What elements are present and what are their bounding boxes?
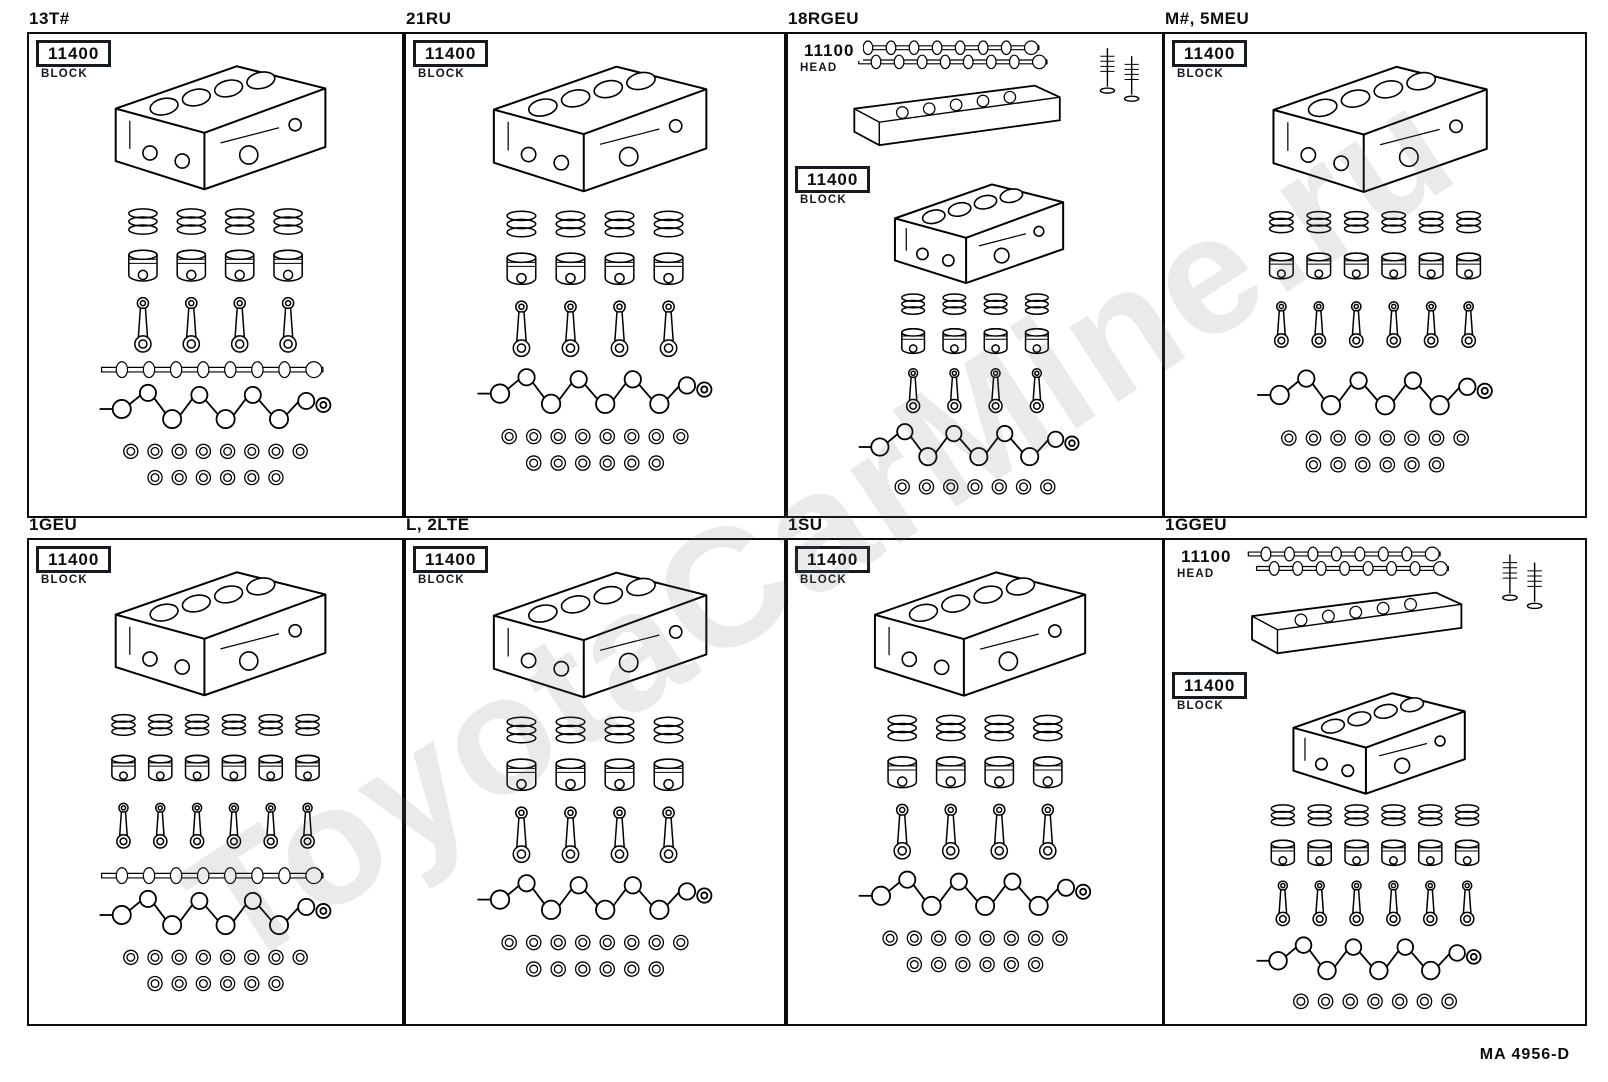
diagram-code: MA 4956-D <box>1479 1046 1570 1063</box>
engine-illustration <box>857 571 1092 973</box>
engine-illustration <box>1256 65 1493 473</box>
engine-illustration <box>1247 546 1543 1010</box>
variant-label: L, 2LTE <box>406 515 470 534</box>
variant-label: M#, 5MEU <box>1165 9 1250 28</box>
variant-label: 1SU <box>788 515 823 534</box>
engine-illustration <box>850 40 1140 495</box>
variant-label: 21RU <box>406 9 452 28</box>
variant-label: 18RGEU <box>788 9 860 28</box>
engine-illustration <box>476 65 713 471</box>
engine-illustration <box>98 65 332 486</box>
variant-label: 13T# <box>29 9 70 28</box>
engine-illustration <box>476 571 713 977</box>
engine-illustration <box>98 571 332 992</box>
variant-label: 1GEU <box>29 515 78 534</box>
variant-label: 1GGEU <box>1165 515 1228 534</box>
